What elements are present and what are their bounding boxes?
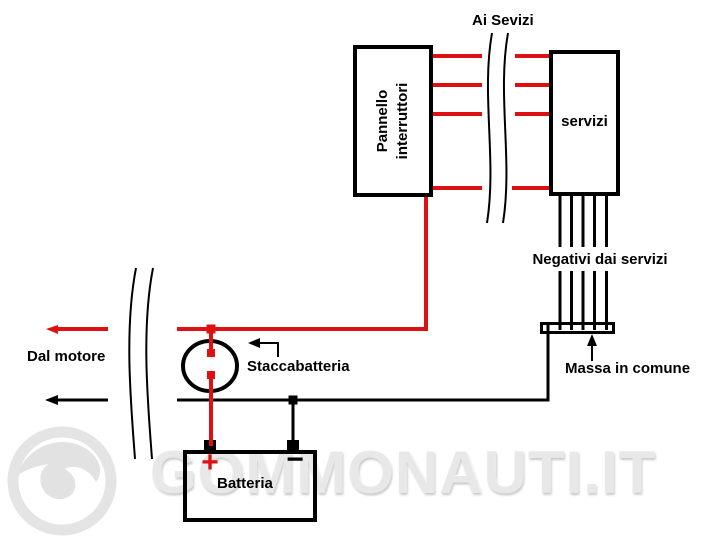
panel-feed-wire — [177, 197, 428, 331]
batteria-label: Batteria — [217, 475, 273, 492]
top-break-right — [502, 32, 509, 224]
pannello-interruttori-label: Pannello interruttori — [343, 61, 443, 181]
service-negative-wires-lower — [558, 271, 608, 331]
positive-wires — [54, 54, 549, 446]
pannello-label-line2: interruttori — [394, 82, 411, 160]
ground-left-arrowhead — [45, 395, 58, 405]
positive-junction-node — [206, 324, 216, 334]
servizi-label: servizi — [561, 113, 608, 130]
massa-busbar — [540, 322, 615, 334]
pannello-box — [353, 45, 433, 197]
battery-plus-sign: + — [201, 446, 219, 479]
battery-negative-terminal — [287, 440, 299, 452]
massa-arrowhead — [587, 334, 597, 346]
battery-minus-sign: − — [286, 443, 304, 476]
staccabatteria-label: Staccabatteria — [247, 358, 350, 375]
ground-junction-node — [288, 395, 298, 405]
switch-contact-top — [207, 349, 215, 357]
left-break-left — [128, 267, 137, 460]
pannello-label-line1: Pannello — [374, 89, 391, 153]
ground-bus-wire — [177, 331, 550, 446]
dal-motore-label: Dal motore — [27, 348, 106, 365]
staccabatteria-pointer — [257, 342, 279, 357]
batteria-box — [183, 450, 317, 522]
negativi-dai-servizi-label: Negativi dai servizi — [532, 251, 668, 268]
switch-contact-bottom — [207, 371, 215, 379]
negative-wires — [54, 194, 608, 446]
gommonauti-logo-icon — [7, 426, 117, 536]
massa-in-comune-label: Massa in comune — [565, 360, 691, 377]
break-marks — [128, 32, 509, 460]
left-break-right — [145, 267, 154, 460]
busbar-wire-tips — [546, 322, 608, 331]
staccabatteria-arrowhead — [248, 338, 260, 348]
ai-servizi-label: Ai Sevizi — [472, 12, 534, 29]
top-break-left — [486, 32, 493, 224]
motor-left-arrowhead — [46, 325, 58, 334]
service-negative-wires-upper — [558, 194, 608, 247]
